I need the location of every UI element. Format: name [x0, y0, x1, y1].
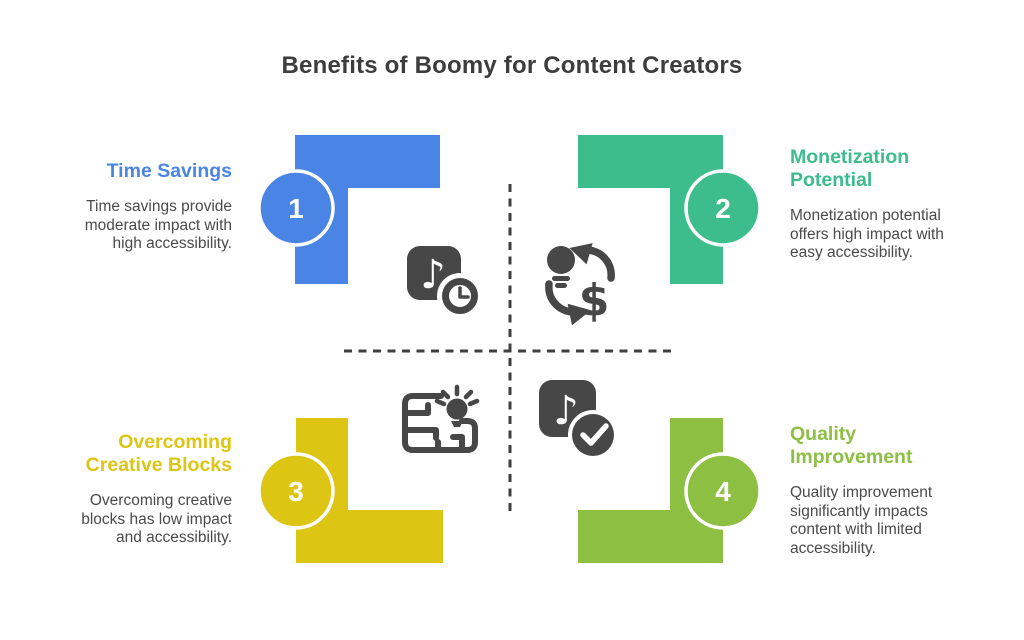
step-1-text-block: Time Savings Time savings provide modera… [54, 160, 232, 254]
svg-text:$: $ [579, 275, 610, 326]
step-4-number-badge: 4 [684, 452, 762, 530]
idea-money-exchange-icon: $ [545, 243, 615, 326]
page-title: Benefits of Boomy for Content Creators [281, 52, 743, 79]
step-3-description: Overcoming creative blocks has low impac… [81, 492, 232, 547]
step-3-text-block: Overcoming Creative Blocks Overcoming cr… [54, 431, 232, 548]
music-note-check-icon: ♪ [539, 380, 618, 460]
step-4-description: Quality improvement significantly impact… [790, 484, 933, 557]
svg-text:2: 2 [715, 193, 731, 224]
step-4-shape [578, 418, 723, 563]
step-1-description: Time savings provide moderate impact wit… [84, 198, 232, 253]
step-4-text-block: Quality Improvement Quality improvement … [790, 423, 962, 558]
svg-text:4: 4 [715, 476, 731, 507]
step-4-heading: Quality Improvement [790, 423, 913, 468]
step-3-number-badge: 3 [257, 452, 335, 530]
step-2-heading: Monetization Potential [790, 146, 910, 191]
step-2-text-block: Monetization Potential Monetization pote… [790, 146, 962, 263]
step-1-number-badge: 1 [257, 169, 335, 247]
blueprint-idea-icon [402, 384, 480, 453]
step-2-description: Monetization potential offers high impac… [790, 207, 944, 262]
step-2-number-badge: 2 [684, 169, 762, 247]
step-2-shape [578, 135, 723, 284]
svg-text:3: 3 [288, 476, 304, 507]
step-3-heading: Overcoming Creative Blocks [85, 431, 232, 476]
svg-text:1: 1 [288, 193, 304, 224]
music-note-clock-icon: ♪ [407, 246, 483, 319]
step-3-shape [296, 418, 443, 563]
step-1-heading: Time Savings [106, 160, 232, 182]
step-1-shape [295, 135, 440, 284]
